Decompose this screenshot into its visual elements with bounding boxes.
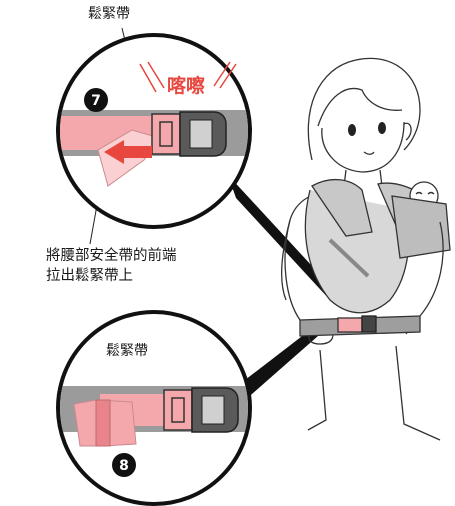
step-7-number: 7 bbox=[91, 93, 101, 109]
buckle-female-top bbox=[151, 113, 181, 155]
step-8-badge bbox=[112, 453, 136, 477]
buckle-female-bottom bbox=[163, 389, 193, 431]
step-8-number: 8 bbox=[119, 458, 129, 474]
click-sound-effect bbox=[139, 61, 237, 93]
pull-arrow bbox=[104, 140, 152, 164]
loose-strap-label-top: 鬆緊帶 bbox=[88, 6, 130, 22]
loose-strap-label-bottom: 鬆緊帶 bbox=[106, 343, 148, 359]
instruction-text-line1: 將腰部安全帶的前端 bbox=[46, 248, 177, 264]
detail-circle-top bbox=[56, 33, 252, 229]
step-7-badge bbox=[84, 88, 108, 112]
callout-connector-top bbox=[228, 175, 336, 300]
callout-connector-bottom bbox=[232, 330, 318, 408]
detail-circle-bottom bbox=[56, 310, 252, 506]
instruction-text-line2: 拉出鬆緊帶上 bbox=[46, 268, 133, 284]
sound-effect-text: 喀嚓 bbox=[167, 74, 205, 97]
person-illustration bbox=[280, 57, 451, 441]
